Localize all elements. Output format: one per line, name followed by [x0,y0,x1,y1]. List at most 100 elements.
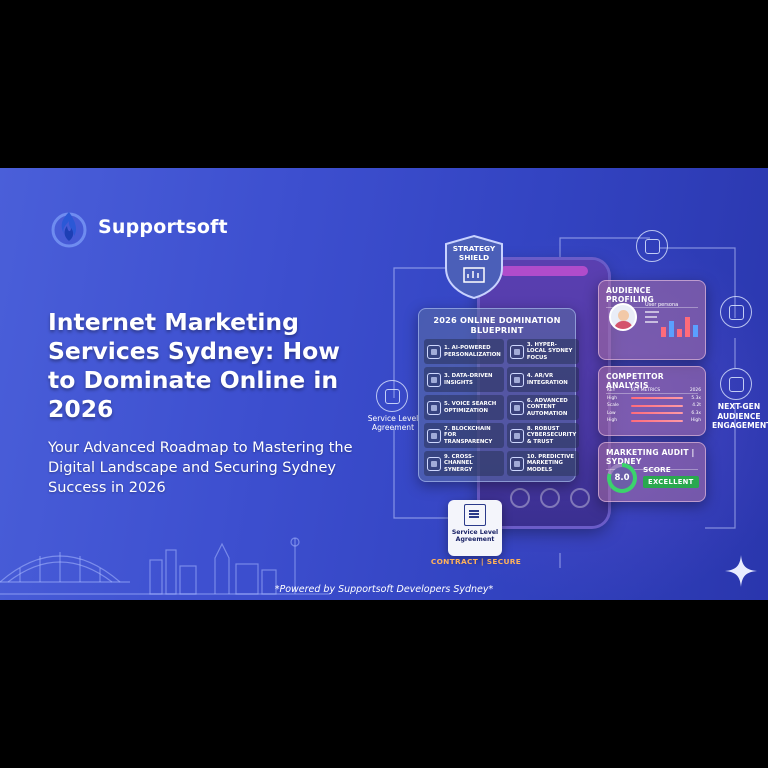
blueprint-item-label: 10. PREDICTIVE MARKETING MODELS [526,453,574,473]
blueprint-item[interactable]: 6. ADVANCED CONTENT AUTOMATION [506,395,580,420]
gear-icon [509,400,524,415]
blueprint-item[interactable]: 10. PREDICTIVE MARKETING MODELS [506,451,580,476]
blueprint-panel: 2026 ONLINE DOMINATION BLUEPRINT 1. AI-P… [418,308,580,482]
text-line [645,321,658,323]
microphone-icon [427,400,441,415]
status-badge: EXCELLENT [643,476,699,488]
row-key: High [607,395,618,401]
shield-icon [509,428,524,443]
blueprint-title: 2026 ONLINE DOMINATION BLUEPRINT [433,315,561,335]
marketing-audit-card[interactable]: MARKETING AUDIT | SYDNEY 8.0 SCORE EXCEL… [598,442,706,502]
sla-doc-label: Service Level Agreement [451,529,499,544]
blueprint-item[interactable]: 9. CROSS-CHANNEL SYNERGY [424,451,504,476]
phone-buttons [510,488,590,508]
persona-label: User persona [645,302,679,308]
blueprint-item-label: 3. DATA-DRIVEN INSIGHTS [444,373,493,386]
sla-left-label: Service Level Agreement [367,414,419,432]
metric-bar [631,404,683,407]
persona-bar-chart [661,315,701,337]
trend-icon [509,456,524,471]
row-value: 4.2t [692,403,701,409]
blueprint-item[interactable]: 5. VOICE SEARCH OPTIMIZATION [424,395,504,420]
bar [685,317,690,337]
blueprint-item-label: 4. AR/VR INTEGRATION [526,373,568,386]
table-header: KEY KEY METRICS 2026 [607,387,701,395]
avatar [609,303,637,331]
header-cell: KEY METRICS [631,388,661,394]
row-key: Scale [607,403,619,409]
competitor-analysis-card[interactable]: COMPETITOR ANALYSIS KEY KEY METRICS 2026… [598,366,706,436]
row-value: 6.3x [691,410,701,416]
handshake-icon [720,296,752,328]
brand[interactable]: Supportsoft [48,206,228,248]
sparkle-icon [725,555,757,587]
phone-dot [540,488,560,508]
row-value: High [690,418,701,424]
card-title: AUDIENCE PROFILING [606,286,698,308]
bar [669,321,674,337]
blueprint-item-label: 9. CROSS-CHANNEL SYNERGY [444,453,475,473]
blueprint-item[interactable]: 1. AI-POWERED PERSONALIZATION [424,339,504,364]
blueprint-item-label: 8. ROBUST CYBERSECURITY & TRUST [526,425,577,445]
score-label: SCORE [643,465,671,474]
phone-notch [500,266,588,276]
opera-house-icon [509,344,524,359]
footer-note: *Powered by Supportsoft Developers Sydne… [274,584,494,595]
blueprint-item[interactable]: 3. DATA-DRIVEN INSIGHTS [424,367,504,392]
chart-icon [427,372,441,387]
header-cell: KEY [607,388,616,394]
table-row: High High [607,417,701,425]
contract-caption: CONTRACT | SECURE [430,557,522,566]
audience-profiling-card[interactable]: AUDIENCE PROFILING User persona [598,280,706,360]
sla-document[interactable]: Service Level Agreement [448,500,502,556]
contract-icon [464,504,486,526]
table-row: Scale 4.2t [607,402,701,410]
blueprint-item[interactable]: 3. HYPER-LOCAL SYDNEY FOCUS [506,339,580,364]
brain-icon [427,344,441,359]
blueprint-item[interactable]: 7. BLOCKCHAIN FOR TRANSPARENCY [424,423,504,448]
blueprint-item-label: 3. HYPER-LOCAL SYDNEY FOCUS [526,341,573,361]
blueprint-item[interactable]: 8. ROBUST CYBERSECURITY & TRUST [506,423,580,448]
document-check-icon [376,380,408,412]
target-icon [720,368,752,400]
blueprint-item[interactable]: 4. AR/VR INTEGRATION [506,367,580,392]
next-gen-label: NEXT-GEN AUDIENCE ENGAGEMENT [712,402,768,430]
score-gauge: 8.0 [607,463,637,493]
card-title: COMPETITOR ANALYSIS [606,372,698,394]
vr-headset-icon [509,372,524,387]
blueprint-item-label: 5. VOICE SEARCH OPTIMIZATION [444,401,497,414]
blueprint-item-label: 6. ADVANCED CONTENT AUTOMATION [526,397,568,417]
phone-dot [570,488,590,508]
bar [661,327,666,337]
flame-logo-icon [51,212,87,248]
strategy-shield-icon [445,234,503,300]
metric-bar [631,412,683,415]
blueprint-grid: 1. AI-POWERED PERSONALIZATION 3. HYPER-L… [424,339,580,476]
text-line [645,311,659,313]
metric-bar [631,397,683,400]
header-cell: 2026 [689,388,701,394]
analytics-icon [636,230,668,262]
sydney-skyline-icon [0,537,330,595]
metric-bar [631,419,683,422]
row-key: High [607,418,618,424]
brand-name: Supportsoft [98,216,228,238]
table-row: Low 6.3x [607,410,701,418]
card-title: MARKETING AUDIT | SYDNEY [606,448,698,470]
bar [677,329,682,337]
network-icon [427,456,441,471]
hero-banner: Supportsoft Internet Marketing Services … [0,168,768,600]
page-subtitle: Your Advanced Roadmap to Mastering the D… [48,440,353,496]
score-value: 8.0 [611,467,633,489]
row-key: Low [607,410,616,416]
text-line [645,316,657,318]
strategy-shield-label: STRATEGY SHIELD [452,244,496,262]
phone-dot [510,488,530,508]
blueprint-item-label: 7. BLOCKCHAIN FOR TRANSPARENCY [444,425,493,445]
cube-icon [427,428,441,443]
persona-lines [645,311,659,326]
blueprint-item-label: 1. AI-POWERED PERSONALIZATION [444,345,501,358]
